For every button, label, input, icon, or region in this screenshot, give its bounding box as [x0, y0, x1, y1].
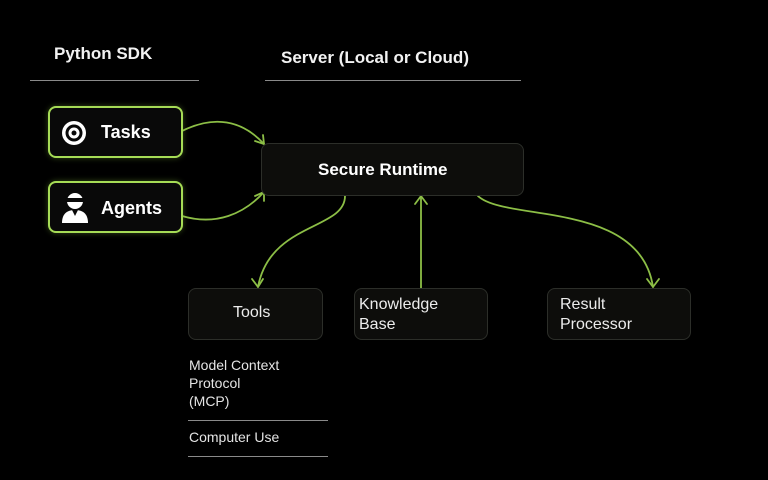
tool-list-bottom-divider	[188, 456, 328, 457]
target-icon	[60, 119, 88, 152]
agents-label: Agents	[101, 198, 163, 218]
result-processor-label: Result Processor	[560, 296, 633, 333]
tasks-to-runtime-arrow	[181, 120, 265, 145]
tool-item-divider	[188, 420, 328, 421]
secure-runtime-label: Secure Runtime	[318, 160, 448, 179]
tool-item-computer-use: Computer Use	[189, 429, 280, 445]
result-processor-node: Result Processor	[547, 288, 691, 340]
agents-to-runtime-arrow	[181, 191, 265, 221]
tools-label: Tools	[233, 304, 271, 321]
runtime-to-result-arrow	[477, 195, 654, 288]
tool-item-mcp: Model Context Protocol (MCP)	[189, 357, 280, 409]
server-heading: Server (Local or Cloud)	[281, 48, 469, 67]
tasks-node: Tasks	[48, 106, 183, 158]
agents-node: Agents	[48, 181, 183, 233]
python-sdk-divider	[30, 80, 199, 81]
knowledge-base-node: Knowledge Base	[354, 288, 488, 340]
secure-runtime-node: Secure Runtime	[261, 143, 524, 196]
tools-node: Tools	[188, 288, 323, 340]
server-divider	[265, 80, 521, 81]
runtime-to-tools-arrow	[257, 195, 346, 288]
python-sdk-heading: Python SDK	[54, 44, 153, 63]
tasks-label: Tasks	[101, 122, 151, 142]
knowledge-base-label: Knowledge Base	[359, 296, 439, 333]
agent-user-icon	[60, 192, 90, 229]
